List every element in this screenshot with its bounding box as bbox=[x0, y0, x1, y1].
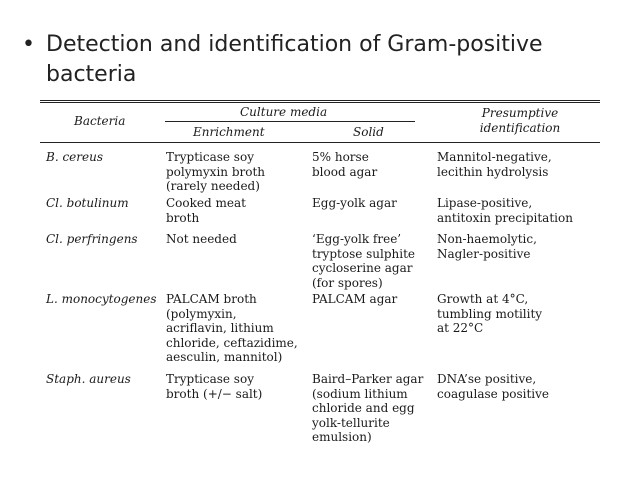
enrichment-line: Trypticase soy bbox=[166, 372, 254, 386]
solid-line: emulsion) bbox=[312, 430, 372, 445]
identification-line: Lipase-positive, bbox=[437, 196, 533, 210]
solid-line: yolk-tellurite bbox=[312, 415, 390, 430]
header-enrichment: Enrichment bbox=[193, 125, 265, 139]
solid-line: tryptose sulphite bbox=[312, 246, 416, 261]
cell-bacteria: L. monocytogenes bbox=[46, 292, 156, 307]
enrichment-line: chloride, ceftazidime, bbox=[166, 335, 298, 350]
enrichment-line: (rarely needed) bbox=[166, 179, 260, 194]
identification-line: lecithin hydrolysis bbox=[437, 164, 549, 179]
table-top-rule bbox=[40, 100, 600, 101]
bullet-glyph: • bbox=[22, 32, 35, 57]
bacteria-name: Staph. aureus bbox=[46, 372, 131, 386]
solid-line: Baird–Parker agar bbox=[312, 372, 424, 386]
solid-line: 5% horse bbox=[312, 150, 369, 164]
cell-bacteria: Cl. perfringens bbox=[46, 232, 138, 247]
enrichment-line: (polymyxin, bbox=[166, 306, 237, 321]
culture-media-table: Bacteria Culture media Enrichment Solid … bbox=[40, 100, 600, 468]
cell-bacteria: Staph. aureus bbox=[46, 372, 131, 387]
cell-enrichment: Not needed bbox=[166, 232, 237, 247]
cell-identification: Mannitol-negative,lecithin hydrolysis bbox=[437, 150, 552, 179]
header-bacteria: Bacteria bbox=[74, 114, 126, 128]
identification-line: DNA’se positive, bbox=[437, 372, 537, 386]
cell-bacteria: B. cereus bbox=[46, 150, 103, 165]
enrichment-line: Trypticase soy bbox=[166, 150, 254, 164]
cell-identification: DNA’se positive,coagulase positive bbox=[437, 372, 549, 401]
enrichment-line: Cooked meat bbox=[166, 196, 246, 210]
solid-line: (for spores) bbox=[312, 275, 383, 290]
header-presumptive-line-2: identification bbox=[479, 120, 561, 135]
identification-line: antitoxin precipitation bbox=[437, 210, 573, 225]
enrichment-line: aesculin, mannitol) bbox=[166, 350, 283, 365]
solid-line: PALCAM agar bbox=[312, 292, 398, 306]
slide-title-line-1: Detection and identification of Gram-pos… bbox=[46, 32, 543, 57]
bacteria-name: B. cereus bbox=[46, 150, 103, 164]
cell-bacteria: Cl. botulinum bbox=[46, 196, 129, 211]
header-bottom-rule bbox=[40, 142, 600, 143]
slide-title-line-2: bacteria bbox=[46, 62, 137, 87]
solid-line: cycloserine agar bbox=[312, 261, 413, 276]
identification-line: Non-haemolytic, bbox=[437, 232, 537, 246]
solid-line: blood agar bbox=[312, 164, 378, 179]
cell-solid: PALCAM agar bbox=[312, 292, 397, 307]
identification-line: coagulase positive bbox=[437, 386, 550, 401]
slide-title: Detection and identification of Gram-pos… bbox=[46, 30, 606, 90]
header-culture-media: Culture media bbox=[240, 105, 328, 119]
enrichment-line: polymyxin broth bbox=[166, 164, 266, 179]
enrichment-line: PALCAM broth bbox=[166, 292, 257, 306]
culture-media-underline bbox=[165, 121, 415, 122]
solid-line: Egg-yolk agar bbox=[312, 196, 397, 210]
header-presumptive: Presumptive identification bbox=[445, 106, 595, 135]
cell-solid: Egg-yolk agar bbox=[312, 196, 397, 211]
cell-enrichment: PALCAM broth(polymyxin,acriflavin, lithi… bbox=[166, 292, 298, 365]
identification-line: tumbling motility bbox=[437, 306, 543, 321]
enrichment-line: acriflavin, lithium bbox=[166, 321, 274, 336]
header-presumptive-line-1: Presumptive bbox=[481, 106, 559, 120]
bacteria-name: Cl. botulinum bbox=[46, 196, 129, 210]
solid-line: ‘Egg-yolk free’ bbox=[312, 232, 402, 246]
identification-line: Nagler-positive bbox=[437, 246, 531, 261]
identification-line: Growth at 4°C, bbox=[437, 292, 529, 306]
solid-line: chloride and egg bbox=[312, 401, 415, 416]
bacteria-name: L. monocytogenes bbox=[46, 292, 157, 306]
enrichment-line: broth (+/− salt) bbox=[166, 386, 263, 401]
cell-identification: Non-haemolytic,Nagler-positive bbox=[437, 232, 537, 261]
cell-identification: Lipase-positive,antitoxin precipitation bbox=[437, 196, 573, 225]
enrichment-line: Not needed bbox=[166, 232, 237, 246]
header-solid: Solid bbox=[353, 125, 384, 139]
bacteria-name: Cl. perfringens bbox=[46, 232, 138, 246]
solid-line: (sodium lithium bbox=[312, 386, 408, 401]
identification-line: Mannitol-negative, bbox=[437, 150, 552, 164]
table-top-rule-2 bbox=[40, 102, 600, 103]
identification-line: at 22°C bbox=[437, 321, 484, 336]
enrichment-line: broth bbox=[166, 210, 200, 225]
